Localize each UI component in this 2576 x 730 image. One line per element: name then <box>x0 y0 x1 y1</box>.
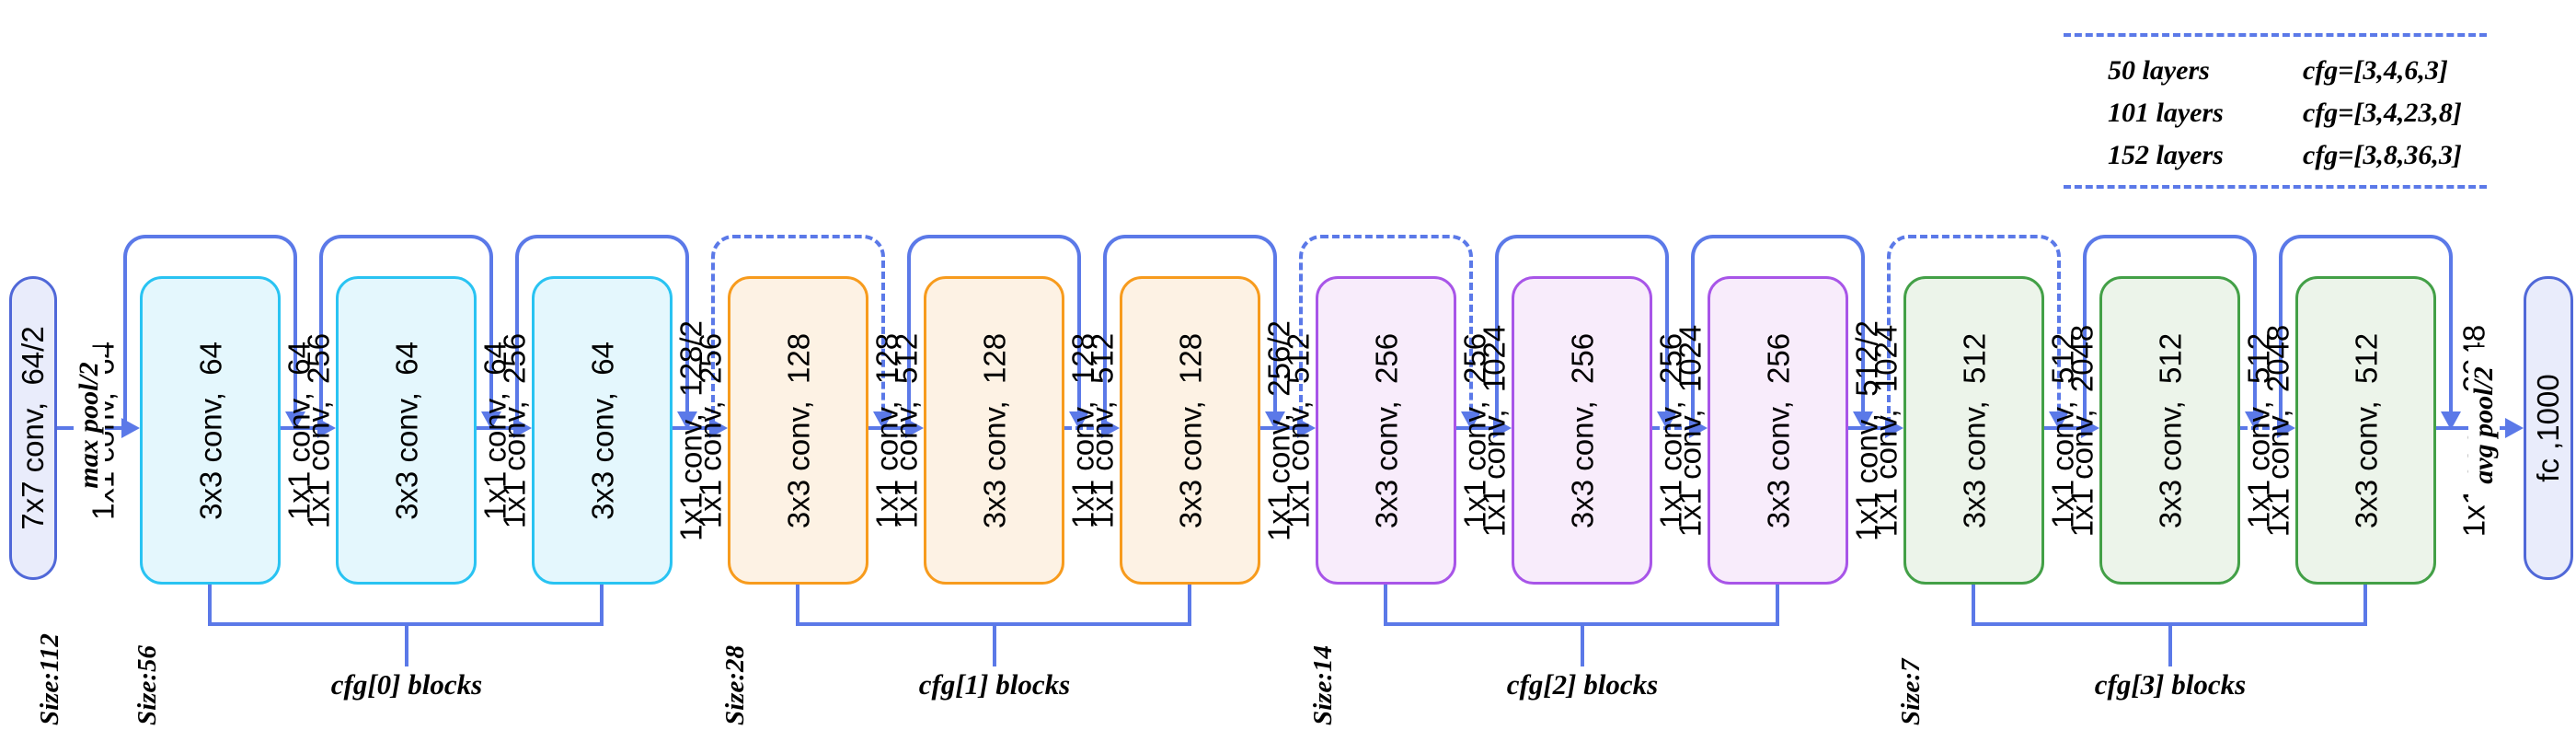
legend-row: 152 layers cfg=[3,8,36,3] <box>2108 134 2487 177</box>
stage-bracket <box>208 585 604 626</box>
stage-bracket-stem <box>2168 626 2172 666</box>
skip-arc <box>319 235 493 428</box>
conv-block-s2-b2: 1x1 conv, 256 3x3 conv, 256 1x1 conv, 10… <box>1653 276 1903 585</box>
skip-arc-downsample <box>1299 235 1473 428</box>
conv-line: 1x1 conv, 512 <box>2045 332 2079 528</box>
merge-arrowhead-icon <box>1657 411 1677 430</box>
cfg-legend: 50 layers cfg=[3,4,6,3] 101 layers cfg=[… <box>2064 33 2487 189</box>
conv-block-s3-b2: 1x1 conv, 512 3x3 conv, 512 1x1 conv, 20… <box>2241 276 2490 585</box>
conv-line: 1x1 conv, 128 <box>1065 332 1099 528</box>
stage-cfg-label: cfg[3] blocks <box>2094 668 2247 701</box>
stage-bracket-stem <box>1581 626 1584 666</box>
entry-arrowhead-icon <box>1885 418 1903 438</box>
conv-block-s3-b1: 1x1 conv, 512 3x3 conv, 512 1x1 conv, 20… <box>2045 276 2294 585</box>
skip-arc-downsample <box>1887 235 2061 428</box>
skip-arc <box>1495 235 1669 428</box>
fc-box: fc ,1000 <box>2524 276 2573 580</box>
merge-arrowhead-icon <box>1461 411 1481 430</box>
skip-arc <box>2083 235 2257 428</box>
stage-cfg-label: cfg[2] blocks <box>1506 668 1659 701</box>
conv-line: 1x1 conv, 64 <box>477 341 512 520</box>
stage-cfg-label: cfg[1] blocks <box>918 668 1071 701</box>
entry-arrowhead-icon <box>121 418 140 438</box>
legend-layers: 152 layers <box>2108 140 2224 170</box>
stage-bracket-stem <box>993 626 996 666</box>
conv-line: 1x1 conv, 64 <box>282 341 316 520</box>
conv-line: 1x1 conv, 256/2 <box>1261 319 1295 541</box>
legend-cfg: cfg=[3,4,6,3] <box>2303 55 2448 86</box>
conv-block-s3-b0: 1x1 conv, 512/2 3x3 conv, 512 1x1 conv, … <box>1849 276 2099 585</box>
conv-line: 1x1 conv, 256 <box>1653 332 1687 528</box>
legend-layers: 50 layers <box>2108 55 2210 86</box>
entry-arrowhead-icon <box>2081 418 2099 438</box>
skip-arc <box>123 235 297 428</box>
size-label-stage1: Size:28 <box>720 645 750 725</box>
skip-arc <box>515 235 689 428</box>
stage-bracket <box>796 585 1191 626</box>
entry-arrowhead-icon <box>1689 418 1708 438</box>
entry-arrowhead-icon <box>905 418 924 438</box>
merge-arrowhead-icon <box>677 411 697 430</box>
legend-cfg: cfg=[3,8,36,3] <box>2303 140 2462 170</box>
size-label-stage3: Size:7 <box>1896 658 1926 726</box>
merge-arrowhead-icon <box>285 411 305 430</box>
conv-block-s0-b1: 1x1 conv, 64 3x3 conv, 64 1x1 conv, 256 <box>282 276 531 585</box>
legend-cfg: cfg=[3,4,23,8] <box>2303 98 2462 128</box>
conv-line: 1x1 conv, 128/2 <box>673 319 707 541</box>
stage-bracket <box>1972 585 2367 626</box>
entry-arrowhead-icon <box>1101 418 1120 438</box>
merge-arrowhead-icon <box>1069 411 1089 430</box>
stage-bracket <box>1384 585 1779 626</box>
skip-arc-downsample <box>711 235 885 428</box>
stage-bracket-stem <box>405 626 408 666</box>
size-label-stage2: Size:14 <box>1308 645 1338 725</box>
avg-pool-label: avg pool/2 <box>2468 347 2500 504</box>
legend-row: 50 layers cfg=[3,4,6,3] <box>2108 50 2487 92</box>
conv-block-s1-b1: 1x1 conv, 128 3x3 conv, 128 1x1 conv, 51… <box>869 276 1119 585</box>
merge-arrowhead-icon <box>1265 411 1285 430</box>
max-pool-label: max pool/2 <box>74 347 105 504</box>
skip-arc <box>1691 235 1865 428</box>
merge-arrowhead-icon <box>2441 411 2461 430</box>
merge-arrowhead-icon <box>2049 411 2069 430</box>
entry-arrowhead-icon <box>2277 418 2295 438</box>
conv-block-s0-b0: 1x1 conv, 64 3x3 conv, 64 1x1 conv, 256 <box>86 276 335 585</box>
conv-line: 1x1 conv, 256 <box>1457 332 1491 528</box>
conv-block-s1-b0: 1x1 conv, 128/2 3x3 conv, 128 1x1 conv, … <box>673 276 923 585</box>
merge-arrowhead-icon <box>481 411 501 430</box>
conv-line: 1x1 conv, 512 <box>2241 332 2275 528</box>
merge-arrowhead-icon <box>2245 411 2265 430</box>
merge-arrowhead-icon <box>873 411 893 430</box>
entry-arrowhead-icon <box>2505 418 2524 438</box>
conv-block-s2-b1: 1x1 conv, 256 3x3 conv, 256 1x1 conv, 10… <box>1457 276 1707 585</box>
skip-arc <box>2279 235 2453 428</box>
conv-block-s1-b2: 1x1 conv, 128 3x3 conv, 128 1x1 conv, 51… <box>1065 276 1315 585</box>
skip-arc <box>907 235 1081 428</box>
size-label-stage0: Size:56 <box>132 645 162 725</box>
entry-arrowhead-icon <box>317 418 336 438</box>
legend-row: 101 layers cfg=[3,4,23,8] <box>2108 92 2487 134</box>
conv-line: 1x1 conv, 512/2 <box>1849 319 1883 541</box>
entry-arrowhead-icon <box>1493 418 1512 438</box>
conv-block-s0-b2: 1x1 conv, 64 3x3 conv, 64 1x1 conv, 256 <box>477 276 727 585</box>
conv-line: 3x3 conv, 512 <box>2349 332 2383 528</box>
size-label-input: Size:112 <box>35 633 64 725</box>
entry-arrowhead-icon <box>513 418 532 438</box>
entry-arrowhead-icon <box>1297 418 1316 438</box>
conv-line: 1x1 conv, 128 <box>869 332 903 528</box>
legend-layers: 101 layers <box>2108 98 2224 128</box>
stage-cfg-label: cfg[0] blocks <box>330 668 483 701</box>
conv-block-s2-b0: 1x1 conv, 256/2 3x3 conv, 256 1x1 conv, … <box>1261 276 1511 585</box>
input-conv-box: 7x7 conv, 64/2 <box>9 276 57 580</box>
merge-arrowhead-icon <box>1853 411 1873 430</box>
entry-arrowhead-icon <box>709 418 728 438</box>
skip-arc <box>1103 235 1277 428</box>
